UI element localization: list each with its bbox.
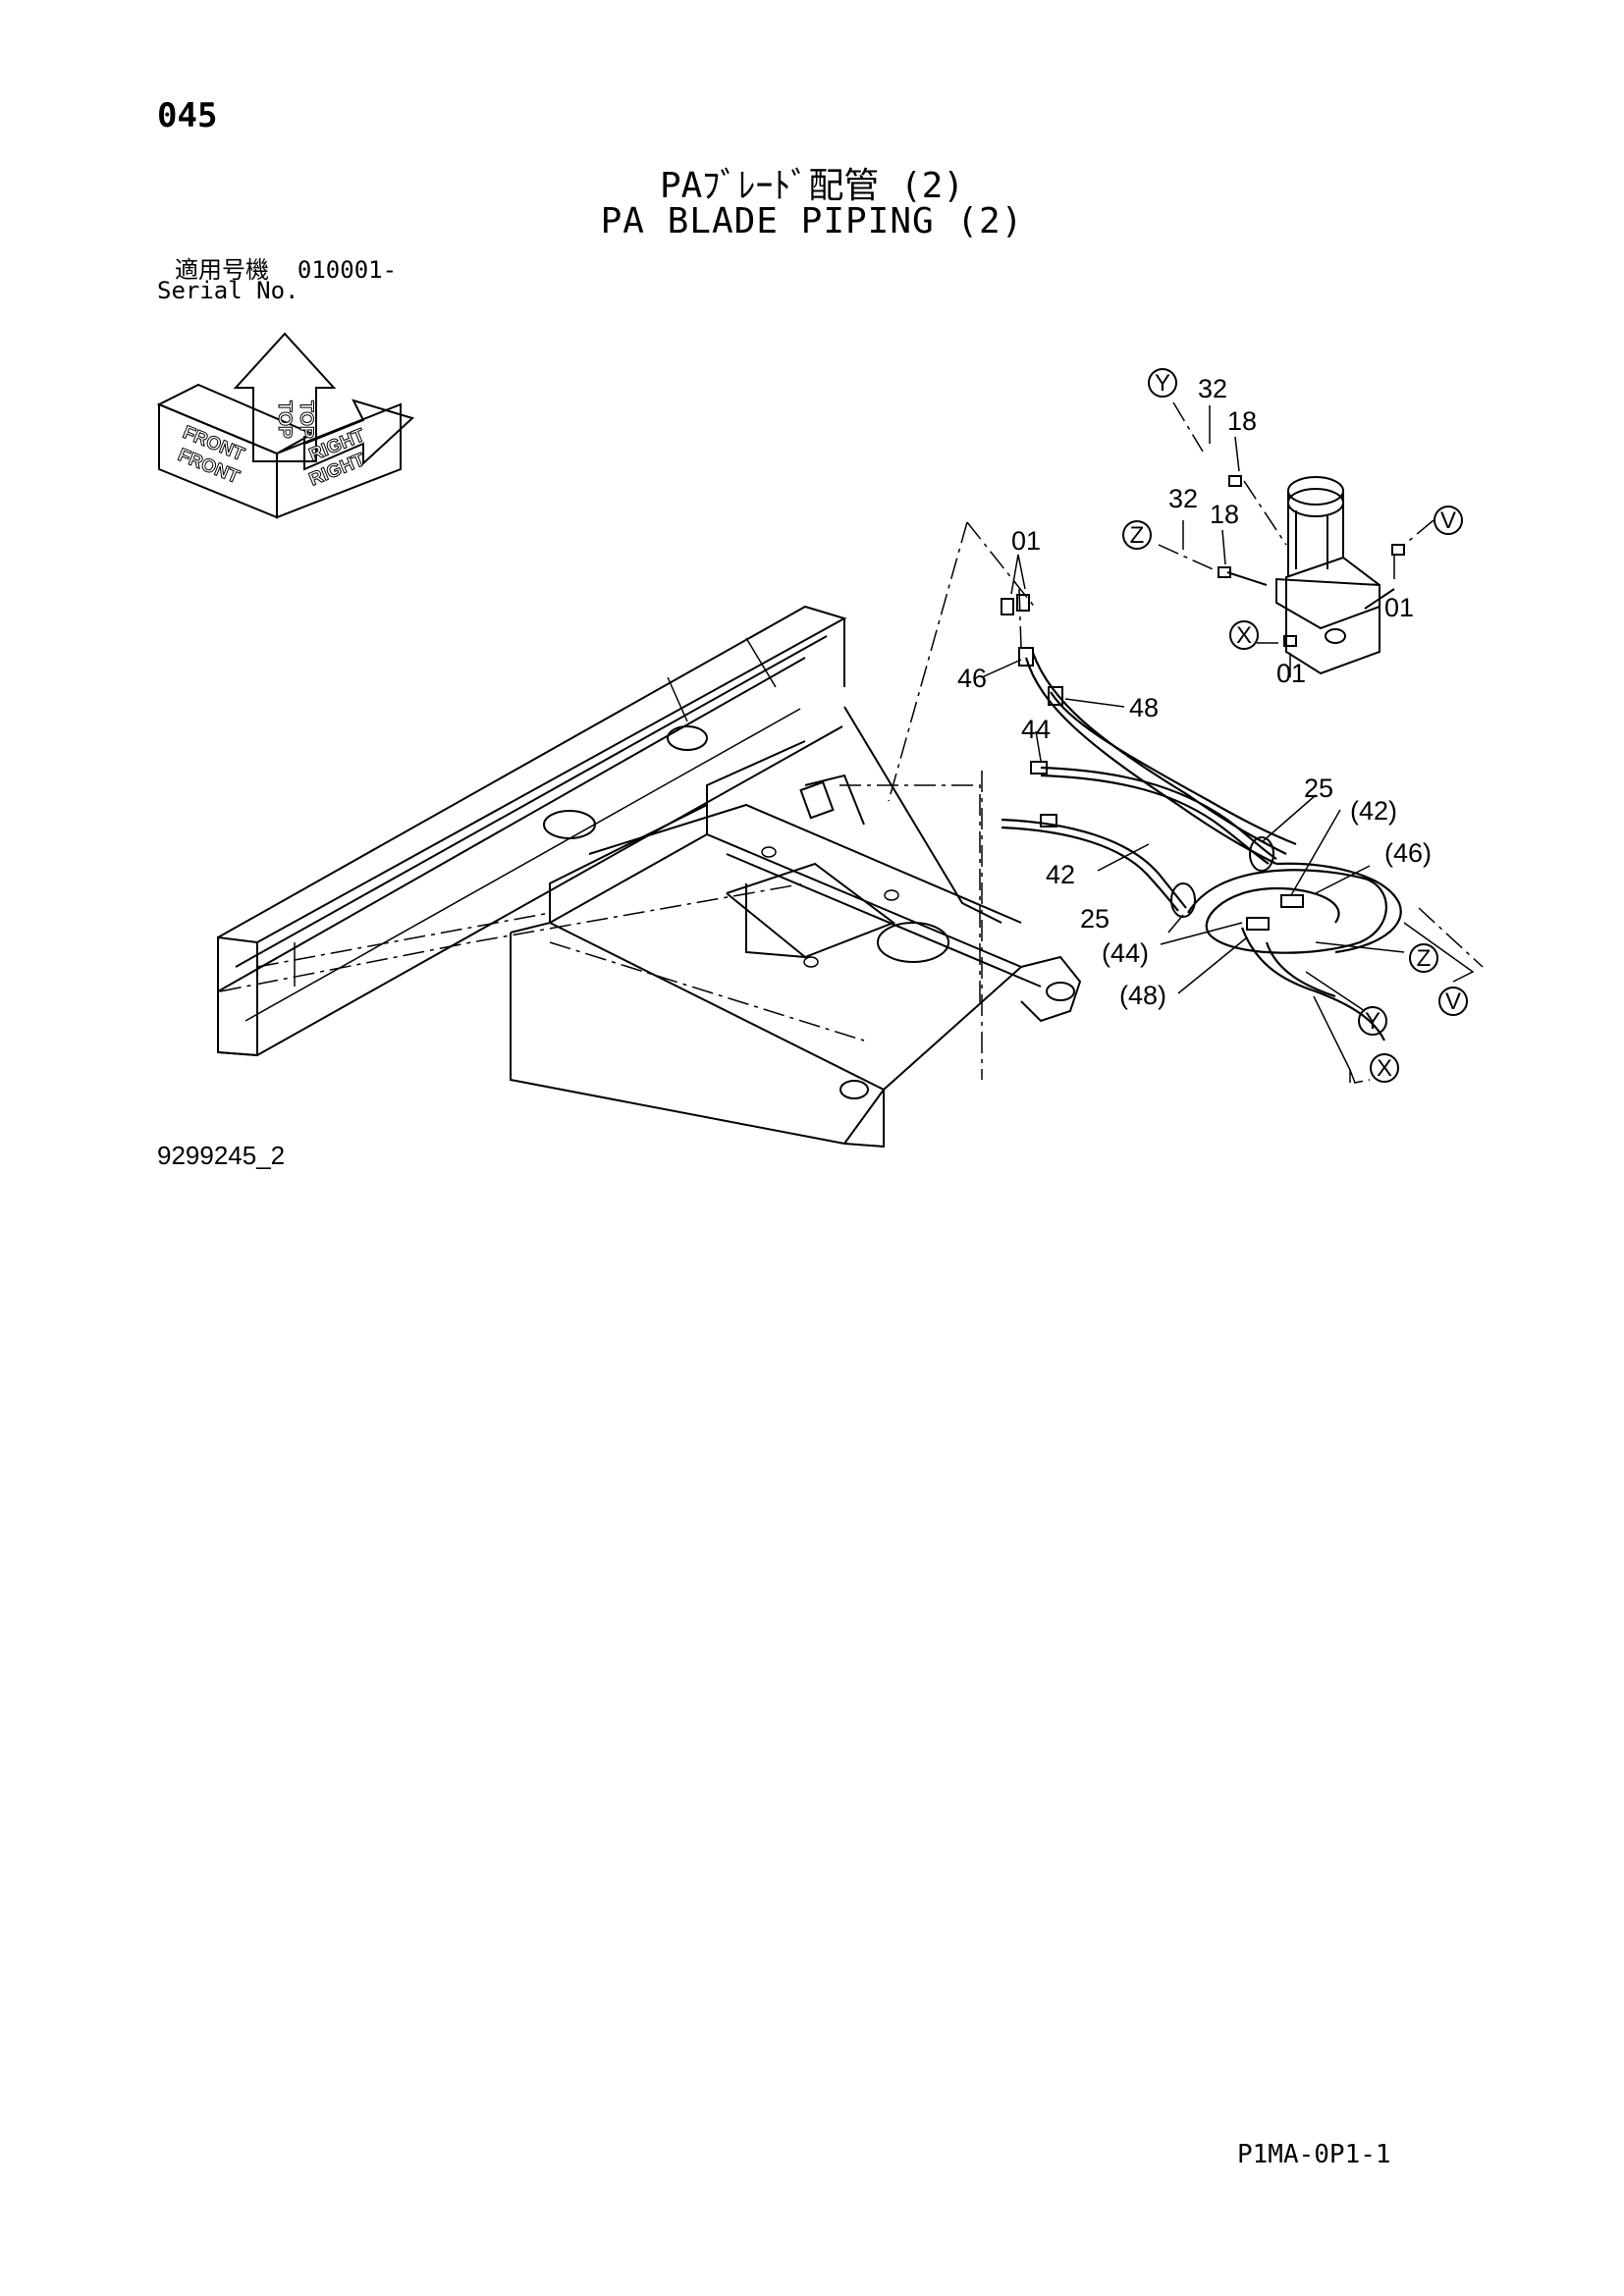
- part-number-25: 25: [1080, 904, 1110, 934]
- grommet-25-upper: [1249, 836, 1274, 872]
- fitting-46: [1018, 647, 1034, 667]
- connection-reference-label: X: [1236, 622, 1252, 649]
- fitting-48: [1048, 686, 1063, 706]
- part-number-01: 01: [1276, 659, 1306, 688]
- connection-reference-label: X: [1377, 1055, 1392, 1082]
- connection-reference-v-bottom: V: [1438, 987, 1468, 1016]
- hose-routing-drawing: [839, 521, 1484, 1084]
- page-title-japanese: PAﾌﾞﾚｰﾄﾞ配管 (2): [659, 166, 965, 206]
- part-number-48-reference: (48): [1119, 981, 1166, 1010]
- fitting-18-upper: [1228, 475, 1242, 487]
- serial-label-japanese: 適用号機: [175, 256, 269, 284]
- page-title-english: PA BLADE PIPING (2): [600, 201, 1024, 241]
- connection-reference-x-bottom: X: [1370, 1053, 1399, 1083]
- connection-reference-label: Z: [1417, 945, 1432, 972]
- connection-reference-label: Y: [1365, 1008, 1380, 1035]
- fitting-01: [1001, 598, 1014, 615]
- orientation-top-label-shadow: TOP: [296, 400, 316, 439]
- part-number-01: 01: [1384, 593, 1414, 622]
- grommet-25-lower: [1170, 882, 1196, 918]
- part-number-46-reference: (46): [1384, 838, 1432, 868]
- part-number-32: 32: [1198, 374, 1227, 403]
- connection-reference-label: Z: [1130, 522, 1145, 549]
- connection-reference-z-top: Z: [1122, 520, 1152, 550]
- part-number-18: 18: [1227, 406, 1257, 436]
- connection-reference-label: V: [1440, 507, 1456, 534]
- connection-reference-z-bottom: Z: [1409, 943, 1438, 973]
- connection-reference-label: V: [1445, 988, 1461, 1015]
- serial-applicability: 適用号機 010001-: [175, 250, 397, 285]
- connection-reference-v-top: V: [1434, 506, 1463, 535]
- page-number: 045: [157, 96, 218, 135]
- part-number-44: 44: [1021, 715, 1051, 744]
- connection-reference-x-top: X: [1229, 620, 1259, 650]
- fitting-01-right: [1391, 544, 1405, 556]
- fitting-connector: [1246, 917, 1270, 931]
- connection-reference-y-bottom: Y: [1358, 1006, 1387, 1036]
- serial-label-english: Serial No.: [157, 277, 299, 304]
- blade-assembly-drawing: [217, 605, 1082, 1148]
- part-number-48: 48: [1129, 693, 1159, 722]
- page-code: P1MA-0P1-1: [1237, 2140, 1391, 2169]
- fitting-01-lower: [1283, 635, 1297, 647]
- part-number-46: 46: [957, 664, 987, 693]
- connection-reference-label: Y: [1155, 370, 1170, 397]
- fitting-42: [1040, 814, 1057, 828]
- serial-value: 010001-: [297, 256, 398, 284]
- orientation-indicator: FRONT FRONT TOP TOP RIGHT RIGHT: [156, 332, 414, 519]
- part-number-01: 01: [1011, 526, 1041, 556]
- part-number-42-reference: (42): [1350, 796, 1397, 826]
- part-number-44-reference: (44): [1102, 938, 1149, 968]
- fitting-44: [1030, 761, 1048, 774]
- part-number-42: 42: [1046, 860, 1075, 889]
- part-number-18: 18: [1210, 500, 1239, 529]
- fitting-01: [1016, 594, 1030, 612]
- connection-reference-y-top: Y: [1148, 368, 1177, 398]
- orientation-top-label: TOP: [274, 400, 295, 439]
- valve-detail-drawing: [1158, 401, 1435, 677]
- drawing-number: 9299245_2: [157, 1141, 286, 1170]
- fitting-connector: [1280, 894, 1304, 908]
- part-number-32: 32: [1168, 484, 1198, 513]
- part-number-25: 25: [1304, 774, 1333, 803]
